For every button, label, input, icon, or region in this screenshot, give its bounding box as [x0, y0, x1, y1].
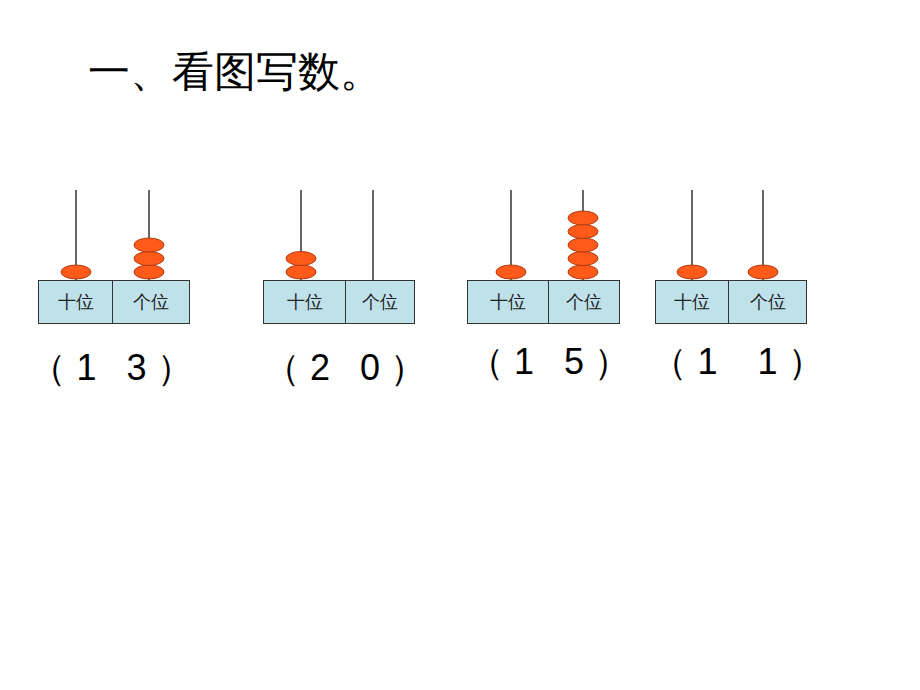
abacus-bead	[61, 265, 91, 279]
answer-label: （ 1 5 ）	[458, 338, 640, 387]
abacus-bead	[568, 265, 598, 279]
abacus-bead	[286, 252, 316, 266]
cell-label: 十位	[674, 290, 710, 314]
place-value-cell: 十位	[655, 280, 729, 324]
abacus-bead	[677, 265, 707, 279]
abacus-bead	[134, 265, 164, 279]
abacus-bead	[134, 238, 164, 252]
place-value-cell: 个位	[345, 280, 415, 324]
abacus-bead	[134, 252, 164, 266]
abacus-bead	[568, 238, 598, 252]
cell-label: 十位	[287, 290, 323, 314]
title: 一、看图写数。	[88, 44, 382, 100]
place-value-cell: 个位	[728, 280, 807, 324]
cell-label: 个位	[750, 290, 786, 314]
cell-label: 十位	[490, 290, 526, 314]
cell-label: 十位	[58, 290, 94, 314]
place-value-cell: 个位	[548, 280, 620, 324]
place-value-cell: 个位	[112, 280, 190, 324]
abacus-bead	[286, 265, 316, 279]
cell-label: 个位	[566, 290, 602, 314]
cell-label: 个位	[362, 290, 398, 314]
abacus-bead	[568, 252, 598, 266]
abacus-bead	[568, 211, 598, 225]
abacus-rods	[76, 190, 763, 281]
abacus-beads	[61, 211, 778, 279]
answer-label: （ 1 1 ）	[645, 338, 830, 387]
place-value-cell: 十位	[263, 280, 346, 324]
answer-label: （ 2 0 ）	[258, 344, 432, 393]
abacus-bead	[748, 265, 778, 279]
answer-label: （ 1 3 ）	[28, 344, 195, 393]
cell-label: 个位	[133, 290, 169, 314]
place-value-cell: 十位	[38, 280, 113, 324]
abacus-bead	[496, 265, 526, 279]
place-value-cell: 十位	[467, 280, 549, 324]
abacus-bead	[568, 225, 598, 239]
